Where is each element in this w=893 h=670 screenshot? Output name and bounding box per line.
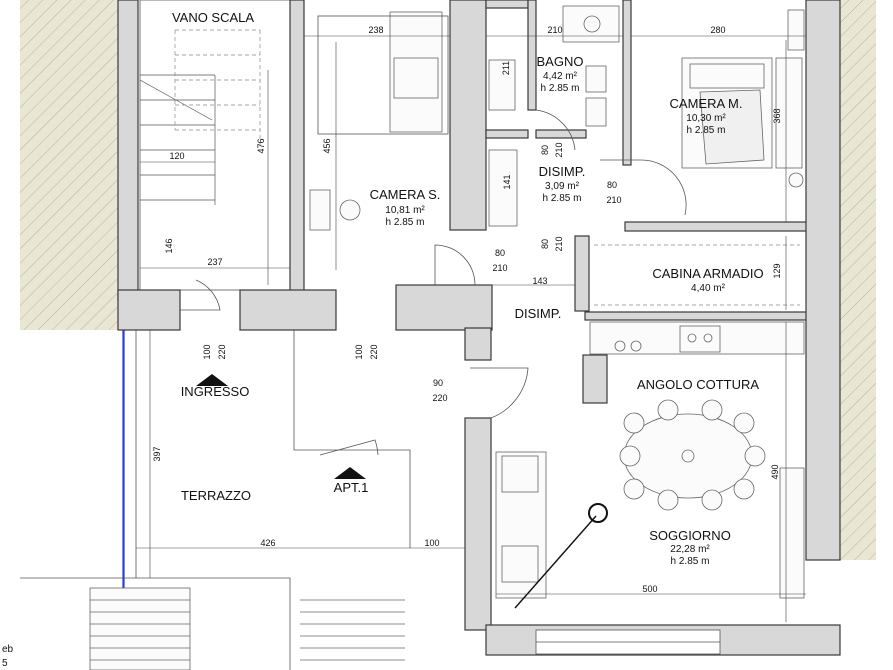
dim-80-cm: 80 <box>607 180 617 190</box>
dim-146: 146 <box>164 238 174 253</box>
dim-80-disimp: 80 <box>540 239 550 249</box>
dim-210-cs: 210 <box>492 263 507 273</box>
bottom-openings <box>535 629 721 655</box>
dim-100-b: 100 <box>354 344 364 359</box>
dim-210-top: 210 <box>547 25 562 35</box>
dim-143: 143 <box>532 276 547 286</box>
dim-500: 500 <box>642 584 657 594</box>
room-bagno-height: h 2.85 m <box>541 83 580 94</box>
room-disimp-2-name: DISIMP. <box>515 306 562 321</box>
room-soggiorno-name: SOGGIORNO <box>649 528 731 543</box>
room-disimp-1-area: 3,09 m² <box>545 181 580 192</box>
ground-hatch-right <box>840 0 876 560</box>
room-disimp-1-height: h 2.85 m <box>543 193 582 204</box>
dim-141: 141 <box>502 174 512 189</box>
dim-90: 90 <box>433 378 443 388</box>
label-terrazzo: TERRAZZO <box>181 488 251 503</box>
room-bagno-name: BAGNO <box>537 54 584 69</box>
ingresso-marker <box>196 374 228 386</box>
dim-80-bagno: 80 <box>540 145 550 155</box>
room-camera-m-area: 10,30 m² <box>686 113 726 124</box>
room-cabina-name: CABINA ARMADIO <box>652 266 763 281</box>
dimension-lines <box>136 35 806 622</box>
label-ingresso: INGRESSO <box>181 384 250 399</box>
apt-marker <box>334 467 366 479</box>
room-angolo-cottura: ANGOLO COTTURA <box>637 377 759 392</box>
label-apt: APT.1 <box>334 480 369 495</box>
dim-210-cm: 210 <box>606 195 621 205</box>
room-camera-s-height: h 2.85 m <box>386 217 425 228</box>
dim-80-cs: 80 <box>495 248 505 258</box>
living-furniture <box>495 399 805 609</box>
room-soggiorno-area: 22,28 m² <box>670 544 710 555</box>
room-cabina-area: 4,40 m² <box>691 283 726 294</box>
camera-s-furniture <box>309 11 449 231</box>
room-camera-s-area: 10,81 m² <box>385 205 425 216</box>
dim-490: 490 <box>770 464 780 479</box>
edge-text-1: eb <box>2 644 14 655</box>
room-bagno-area: 4,42 m² <box>543 71 578 82</box>
cabina-shelves <box>594 244 800 306</box>
room-camera-m-name: CAMERA M. <box>670 96 743 111</box>
dim-280: 280 <box>710 25 725 35</box>
dim-368: 368 <box>772 108 782 123</box>
dim-120: 120 <box>169 151 184 161</box>
dim-129: 129 <box>772 263 782 278</box>
dim-100-c: 100 <box>424 538 439 548</box>
door-swings <box>180 109 687 419</box>
dim-210-disimp: 210 <box>554 236 564 251</box>
ground-hatch-left <box>20 0 118 330</box>
room-disimp-1-name: DISIMP. <box>539 164 586 179</box>
dim-220-c: 220 <box>432 393 447 403</box>
dim-210-bagno: 210 <box>554 142 564 157</box>
dim-476: 476 <box>256 138 266 153</box>
dim-397: 397 <box>152 446 162 461</box>
dim-211: 211 <box>501 61 511 75</box>
kitchen-counter <box>589 321 805 355</box>
room-camera-m-height: h 2.85 m <box>687 125 726 136</box>
stair-hall <box>139 0 291 291</box>
dim-237: 237 <box>207 257 222 267</box>
edge-text-2: 5 <box>2 658 8 669</box>
dim-220-a: 220 <box>217 344 227 359</box>
dim-100-a: 100 <box>202 344 212 359</box>
dim-220-b: 220 <box>369 344 379 359</box>
dim-238: 238 <box>368 25 383 35</box>
room-camera-s-name: CAMERA S. <box>370 187 441 202</box>
dim-426: 426 <box>260 538 275 548</box>
room-soggiorno-height: h 2.85 m <box>671 556 710 567</box>
room-vano-scala: VANO SCALA <box>172 10 254 25</box>
terrace-area <box>20 330 411 670</box>
dim-456: 456 <box>322 138 332 153</box>
camera-m-furniture <box>681 9 805 188</box>
